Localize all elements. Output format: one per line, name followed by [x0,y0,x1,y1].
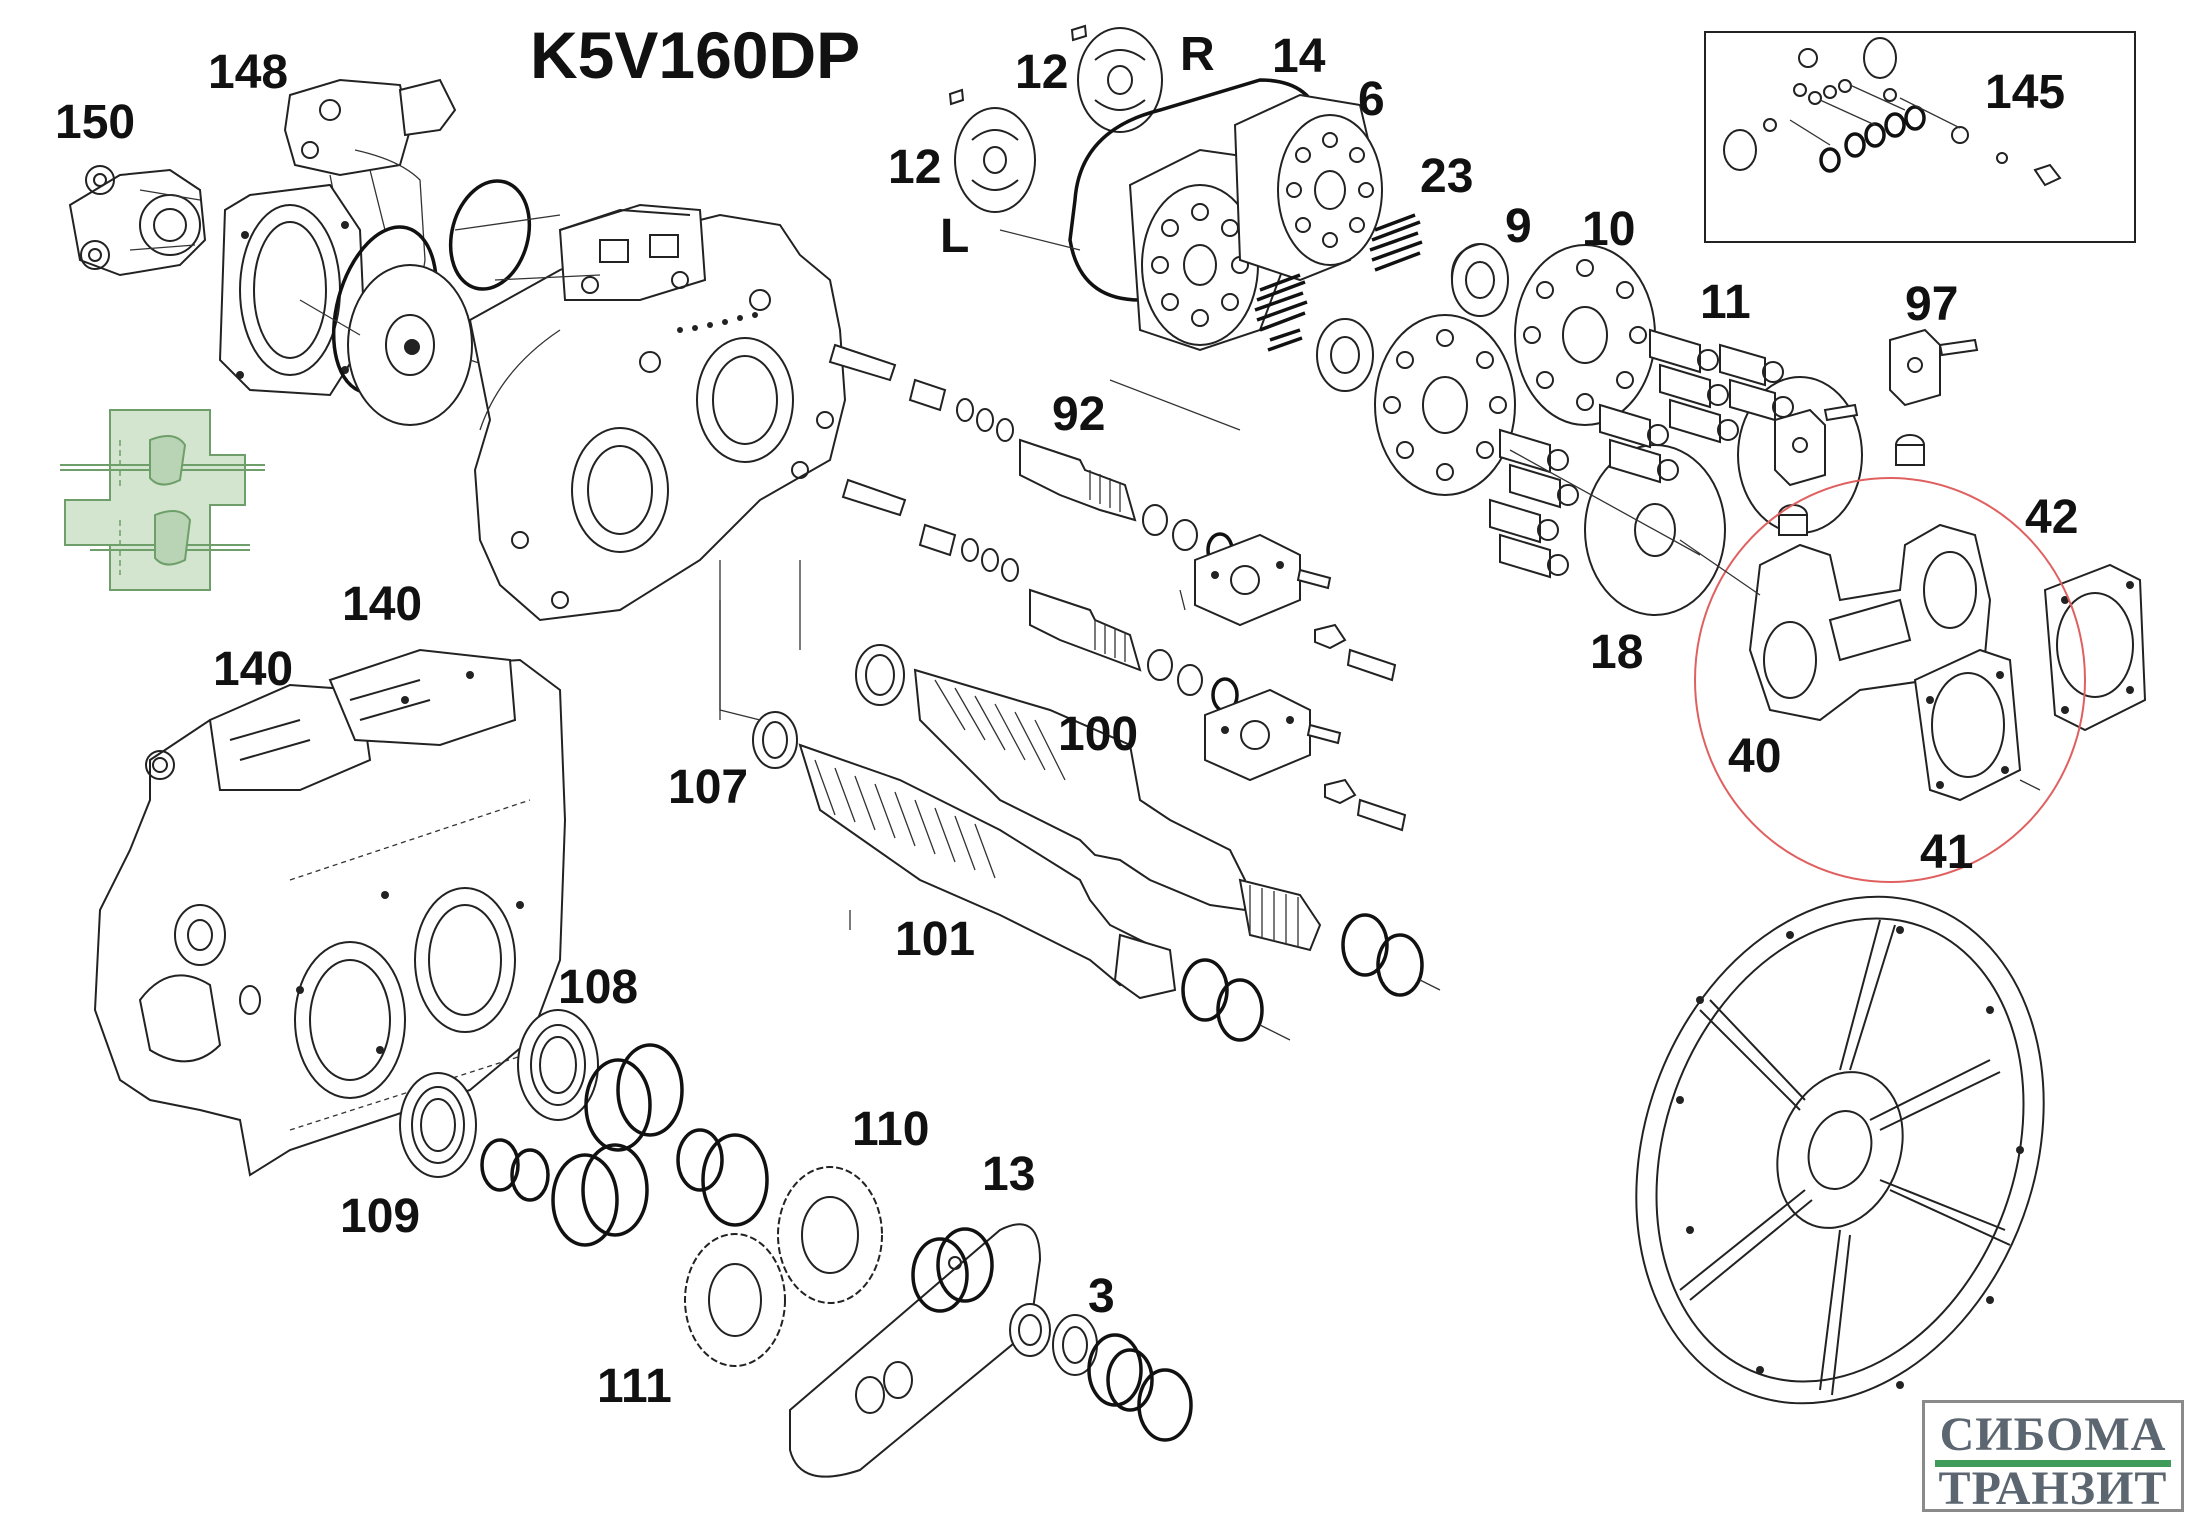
part-101-drive-shaft-lower [798,743,1177,1000]
part-92-spool-lower [1029,588,1239,713]
part-145-seal-kit-box [1704,31,2136,243]
logo-line-2: ТРАНЗИТ [1938,1462,2168,1515]
part-10-retainer-plate-2 [1374,314,1516,496]
part-9-ball-guide [1316,243,1509,392]
label-100: 100 [1058,708,1138,761]
part-labels: 150 148 12 12 R L 14 6 23 9 10 11 97 145… [55,28,2078,1413]
part-107-bearing-ring [752,711,798,769]
label-107: 107 [668,761,748,814]
logo-divider [1935,1460,2171,1467]
part-6-cylinder-block-2 [1233,93,1383,282]
label-9: 9 [1505,200,1532,253]
part-42-flange-cover [2043,563,2147,732]
highlight-circle [1694,477,2086,883]
part-shaft-rings [1181,913,1441,1042]
part-150-regulator-block [68,165,207,277]
company-logo: СИБОМА ТРАНЗИТ [1922,1400,2184,1515]
part-92-adjust-screws [828,343,1019,582]
part-12-valve-plate-L [948,88,1036,213]
part-111-gear [684,1233,786,1367]
part-snap-rings-lower [480,1043,769,1247]
label-12-top: 12 [1015,46,1068,99]
logo-line-1: СИБОМА [1939,1408,2167,1461]
label-41: 41 [1920,826,1973,879]
label-92: 92 [1052,388,1105,441]
part-flywheel-housing [1635,895,2045,1405]
label-109: 109 [340,1190,420,1243]
label-11: 11 [1700,276,1751,329]
part-140-pump-housing-lower [93,648,567,1177]
part-109-bearing [399,1072,477,1178]
label-97: 97 [1905,278,1958,331]
label-111: 111 [597,1360,672,1413]
label-140-top: 140 [342,578,422,631]
label-140-left: 140 [213,643,293,696]
label-101: 101 [895,913,975,966]
part-148-cover-plate [218,149,426,397]
part-10-retainer-plate [1514,244,1656,426]
part-108-bearing [517,1009,599,1121]
part-pump-housing-upper [468,203,847,720]
hydraulic-schematic [60,409,265,591]
label-3: 3 [1088,1270,1115,1323]
part-23-springs [1254,213,1423,352]
label-23: 23 [1420,150,1473,203]
label-148: 148 [208,46,288,99]
part-148-regulator-valve [283,78,457,231]
part-40-swash-support [1748,523,1992,722]
part-swash-disc [299,264,531,426]
label-150: 150 [55,96,135,149]
label-14: 14 [1272,30,1326,83]
label-145: 145 [1985,66,2065,119]
label-40: 40 [1728,730,1781,783]
label-42: 42 [2025,491,2078,544]
part-100-drive-shaft-upper [855,644,1322,952]
label-18: 18 [1590,626,1643,679]
leader-lines [454,214,1761,930]
part-110-gear [777,1166,883,1304]
label-108: 108 [558,961,638,1014]
part-13-cover-plate [789,1223,1042,1478]
part-11-pistons [1489,328,1794,579]
label-L: L [940,210,969,263]
part-92-block-covers [1194,533,1407,832]
part-41-bearing-cover [1913,648,2041,802]
label-R: R [1180,28,1215,81]
label-110: 110 [852,1103,929,1156]
part-92-spool-upper [1019,438,1234,568]
label-10: 10 [1582,203,1635,256]
label-6: 6 [1358,73,1385,126]
label-12-left: 12 [888,141,941,194]
part-12-valve-plate-R [1070,24,1163,133]
part-3-seal-rings [1009,1303,1193,1442]
diagram-title: K5V160DP [530,18,860,92]
label-13: 13 [982,1148,1035,1201]
